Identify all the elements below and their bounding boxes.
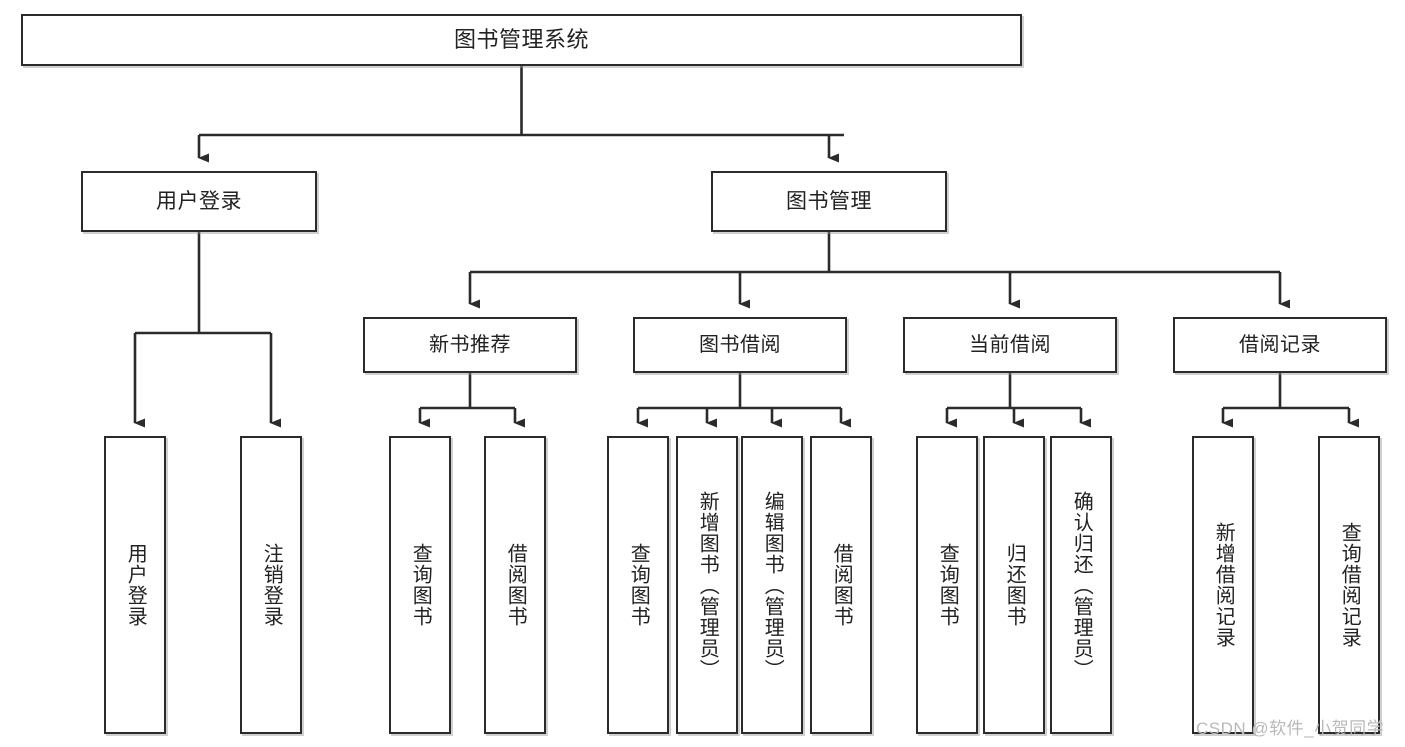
node-leaf-label: 查询图书 [936,543,959,627]
node-leaf-label: 新增图书（管理员） [696,490,719,680]
node-root-label: 图书管理系统 [453,26,589,52]
node-book-manage-label: 图书管理 [786,189,872,213]
node-leaf-label: 借阅图书 [504,543,527,627]
node-leaf-label: 查询借阅记录 [1338,522,1361,648]
node-book-manage[interactable]: 图书管理 [711,171,947,232]
node-borrow-record[interactable]: 借阅记录 [1173,317,1387,373]
node-new-book-recommend-label: 新书推荐 [429,334,511,356]
node-leaf-label: 确认归还（管理员） [1070,490,1093,680]
node-leaf-label: 借阅图书 [830,543,853,627]
node-leaf-label: 归还图书 [1003,543,1026,627]
node-current-borrow-label: 当前借阅 [969,334,1051,356]
node-leaf-user-logout[interactable]: 注销登录 [240,436,302,734]
node-leaf-borrow-book-1[interactable]: 借阅图书 [484,436,546,734]
node-leaf-label: 编辑图书（管理员） [761,490,784,680]
node-leaf-label: 用户登录 [124,543,147,627]
node-current-borrow[interactable]: 当前借阅 [903,317,1117,373]
node-root[interactable]: 图书管理系统 [21,14,1022,66]
node-leaf-return-book[interactable]: 归还图书 [983,436,1045,734]
node-book-borrow-label: 图书借阅 [699,334,781,356]
csdn-watermark: CSDN @软件_小贺同学 [1196,719,1385,738]
node-user-login[interactable]: 用户登录 [81,171,317,232]
node-leaf-label: 注销登录 [260,543,283,627]
node-borrow-record-label: 借阅记录 [1239,334,1321,356]
node-leaf-query-book-2[interactable]: 查询图书 [607,436,669,734]
node-leaf-confirm-return[interactable]: 确认归还（管理员） [1050,436,1112,734]
node-leaf-edit-book[interactable]: 编辑图书（管理员） [741,436,803,734]
node-leaf-user-login[interactable]: 用户登录 [104,436,166,734]
node-leaf-query-record[interactable]: 查询借阅记录 [1318,436,1380,734]
node-leaf-label: 新增借阅记录 [1212,522,1235,648]
node-leaf-query-book-3[interactable]: 查询图书 [916,436,978,734]
node-leaf-label: 查询图书 [409,543,432,627]
node-leaf-borrow-book-2[interactable]: 借阅图书 [810,436,872,734]
node-leaf-label: 查询图书 [627,543,650,627]
node-book-borrow[interactable]: 图书借阅 [633,317,847,373]
node-user-login-label: 用户登录 [156,189,242,213]
node-leaf-add-book[interactable]: 新增图书（管理员） [676,436,738,734]
node-leaf-query-book-1[interactable]: 查询图书 [389,436,451,734]
node-new-book-recommend[interactable]: 新书推荐 [363,317,577,373]
node-leaf-add-record[interactable]: 新增借阅记录 [1192,436,1254,734]
